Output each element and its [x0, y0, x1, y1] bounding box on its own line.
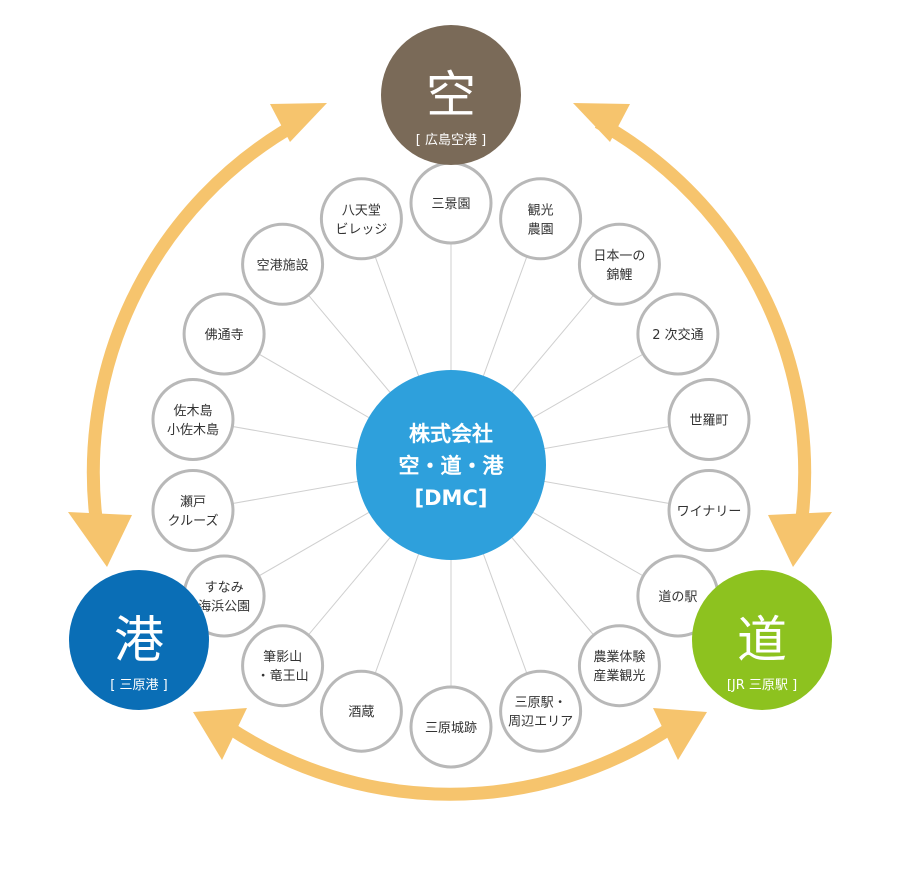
node-label: 三景園 — [431, 197, 470, 212]
node-winery: ワイナリー — [667, 468, 751, 552]
node-label: 八天堂 — [342, 203, 381, 218]
node-label: 世羅町 — [690, 414, 729, 429]
arrow-sky-road-shaft — [594, 116, 812, 547]
node-circle — [667, 468, 751, 552]
arrow-head-sky-end-right — [573, 103, 630, 142]
hub-road-circle — [692, 570, 832, 710]
node-buttsuji: 佛通寺 — [182, 292, 266, 376]
node-label: 三原駅・ — [515, 696, 567, 711]
node-label: 産業観光 — [593, 668, 645, 684]
node-fudekage-ryuo: 筆影山・竜王山 — [241, 624, 325, 708]
node-circle — [319, 177, 403, 261]
hub-sky: 空 [ 広島空港 ] — [381, 25, 521, 165]
node-circle — [409, 685, 493, 769]
node-circle — [667, 378, 751, 462]
node-sankeien: 三景園 — [409, 161, 493, 245]
cycle-arrows — [68, 103, 832, 801]
node-label: 農業体験 — [593, 649, 645, 665]
hub-road-sub: [JR 三原駅 ] — [727, 678, 797, 693]
node-mihara-castle: 三原城跡 — [409, 685, 493, 769]
hub-port-circle — [69, 570, 209, 710]
hub-road: 道 [JR 三原駅 ] — [692, 570, 832, 710]
arrow-head-port-end-bottom — [193, 708, 247, 760]
node-label: 筆影山 — [263, 650, 302, 665]
node-circle — [241, 624, 325, 708]
node-label: 空港施設 — [257, 257, 309, 273]
hub-sky-sub: [ 広島空港 ] — [416, 133, 486, 148]
node-label: すなみ — [205, 581, 244, 596]
arrow-sky-port-shaft — [86, 116, 304, 547]
node-label: 佐木島 — [173, 404, 212, 419]
node-circle — [241, 222, 325, 306]
node-label: 日本一の — [593, 249, 645, 264]
hub-road-char: 道 — [737, 611, 787, 669]
node-label: ・竜王山 — [257, 669, 309, 684]
nodes-layer: 三景園観光農園日本一の錦鯉2 次交通世羅町ワイナリー道の駅農業体験産業観光三原駅… — [151, 161, 751, 769]
hub-sky-circle — [381, 25, 521, 165]
arrow-head-road-end-bottom — [653, 708, 707, 760]
node-circle — [577, 624, 661, 708]
arrow-head-road-end-right — [768, 512, 832, 567]
node-label: 周辺エリア — [508, 715, 573, 730]
node-circle — [151, 378, 235, 462]
node-label: ワイナリー — [677, 504, 742, 519]
hub-sky-char: 空 — [426, 66, 476, 124]
center-hub: 株式会社 空・道・港 [DMC] — [356, 370, 546, 560]
node-circle — [182, 292, 266, 376]
node-label: 小佐木島 — [167, 423, 219, 438]
node-label: 佛通寺 — [205, 328, 244, 343]
node-circle — [636, 292, 720, 376]
arrow-head-port-end-left — [68, 512, 132, 567]
node-label: 農園 — [528, 222, 554, 237]
node-label: 瀬戸 — [180, 495, 206, 510]
node-label: 2 次交通 — [652, 327, 703, 343]
node-circle — [319, 669, 403, 753]
arrow-head-sky-end-left — [270, 103, 327, 142]
center-circle — [356, 370, 546, 560]
node-label: クルーズ — [167, 513, 218, 529]
center-line-2: 空・道・港 — [399, 454, 505, 478]
node-label: ビレッジ — [335, 222, 387, 237]
node-circle — [151, 468, 235, 552]
node-label: 酒蔵 — [348, 705, 374, 720]
node-label: 三原城跡 — [425, 720, 477, 736]
node-sera-cho: 世羅町 — [667, 378, 751, 462]
center-line-1: 株式会社 — [409, 422, 493, 446]
node-label: 観光 — [528, 203, 554, 218]
node-mihara-station-area: 三原駅・周辺エリア — [499, 669, 583, 753]
node-niji-kotsu: 2 次交通 — [636, 292, 720, 376]
arrow-port-road-shaft — [224, 721, 676, 801]
node-airport-facility: 空港施設 — [241, 222, 325, 306]
node-label: 錦鯉 — [606, 267, 632, 283]
hub-port-char: 港 — [114, 611, 164, 669]
node-label: 道の駅 — [658, 590, 697, 605]
node-circle — [499, 177, 583, 261]
node-label: 海浜公園 — [198, 600, 250, 615]
hub-port: 港 [ 三原港 ] — [69, 570, 209, 710]
hub-port-sub: [ 三原港 ] — [110, 678, 167, 693]
node-circle — [499, 669, 583, 753]
node-circle — [577, 222, 661, 306]
center-line-3: [DMC] — [415, 486, 488, 510]
node-sakagura: 酒蔵 — [319, 669, 403, 753]
